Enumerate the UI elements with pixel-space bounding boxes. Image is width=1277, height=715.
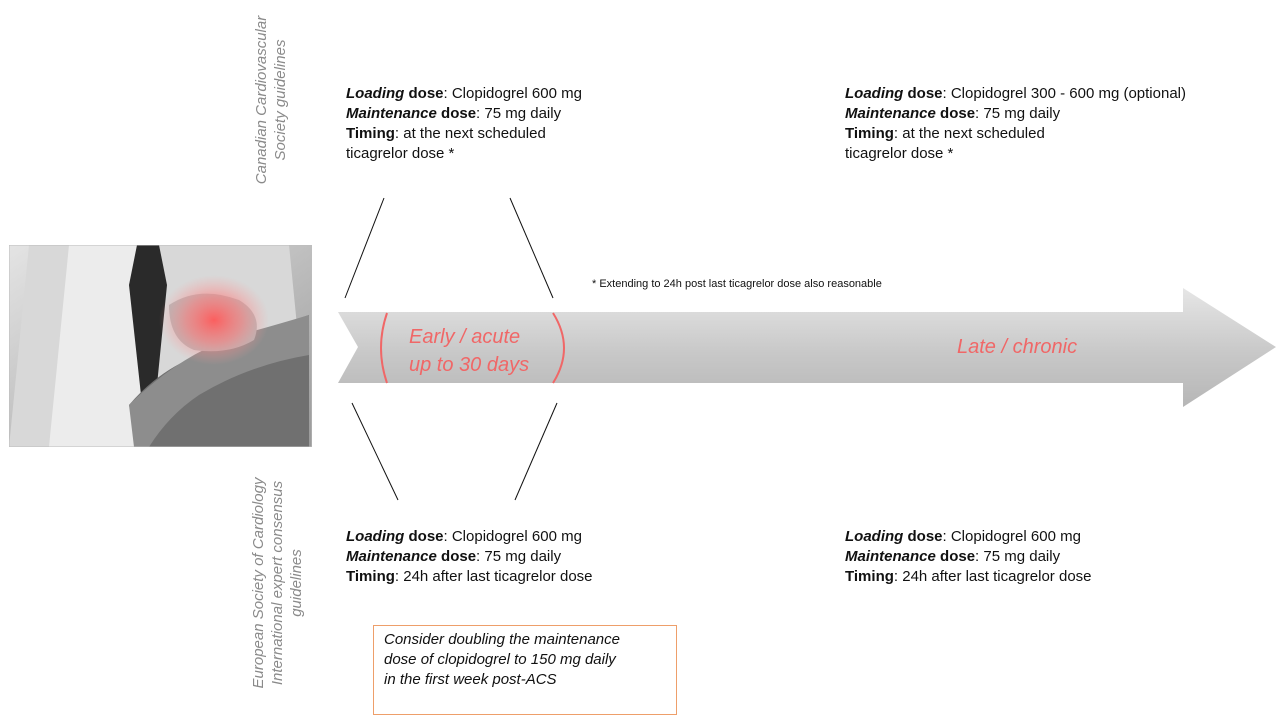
chest-pain-photo bbox=[9, 245, 312, 447]
canadian-guidelines-label: Canadian Cardiovascular Society guidelin… bbox=[253, 15, 289, 185]
early-phase-left-arc bbox=[380, 312, 388, 384]
top-bracket-left-line bbox=[344, 197, 385, 299]
top-bracket-right-line bbox=[509, 197, 554, 299]
late-phase-label: Late / chronic bbox=[957, 336, 1078, 358]
dose-doubling-note: Consider doubling the maintenance dose o… bbox=[373, 625, 677, 715]
canadian-early-recommendation: Loading dose: Clopidogrel 600 mg Mainten… bbox=[346, 85, 582, 162]
bottom-bracket-right-line bbox=[514, 402, 558, 501]
canadian-late-recommendation: Loading dose: Clopidogrel 300 - 600 mg (… bbox=[845, 85, 1186, 162]
early-phase-right-arc bbox=[552, 312, 565, 384]
european-guidelines-label: European Society of Cardiology Internati… bbox=[250, 477, 305, 689]
footnote: * Extending to 24h post last ticagrelor … bbox=[592, 278, 882, 290]
european-late-recommendation: Loading dose: Clopidogrel 600 mg Mainten… bbox=[845, 528, 1092, 585]
early-phase-duration: up to 30 days bbox=[409, 354, 530, 376]
timeline-graphic bbox=[338, 197, 1276, 501]
early-phase-label: Early / acute bbox=[409, 326, 521, 348]
european-early-recommendation: Loading dose: Clopidogrel 600 mg Mainten… bbox=[346, 528, 593, 585]
bottom-bracket-left-line bbox=[351, 402, 399, 501]
timeline-arrow bbox=[338, 288, 1276, 407]
